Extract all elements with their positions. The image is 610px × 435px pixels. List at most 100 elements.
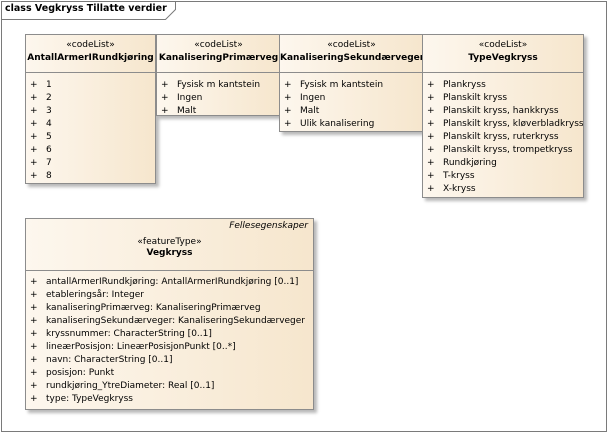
- literal-text: Planskilt kryss, trompetkryss: [443, 145, 573, 155]
- visibility-marker: +: [161, 106, 169, 116]
- literal-row: + Rundkjøring: [423, 157, 583, 170]
- literal-row: +7: [26, 157, 155, 170]
- literal-text: Planskilt kryss, kløverbladkryss: [443, 119, 584, 129]
- class-kanalisering-primaerveg[interactable]: «codeList» KanaliseringPrimærveg +Fysisk…: [156, 34, 281, 116]
- attribute-row: + rundkjøring_YtreDiameter: Real [0..1]: [26, 380, 313, 393]
- literal-row: +4: [26, 118, 155, 131]
- class-header: «codeList» AntallArmerIRundkjøring: [26, 35, 155, 73]
- stereotype-label: «featureType»: [137, 237, 202, 247]
- literal-text: Plankryss: [443, 80, 486, 90]
- visibility-marker: +: [427, 184, 435, 194]
- literal-text: X-kryss: [443, 184, 476, 194]
- attribute-row: + kryssnummer: CharacterString [0..1]: [26, 328, 313, 341]
- visibility-marker: +: [30, 394, 38, 404]
- visibility-marker: +: [427, 145, 435, 155]
- literal-text: Malt: [300, 106, 320, 116]
- literal-row: +2: [26, 92, 155, 105]
- literal-row: +Fysisk m kantstein: [157, 79, 280, 92]
- attribute-text: kryssnummer: CharacterString [0..1]: [46, 329, 212, 339]
- class-name: Vegkryss: [146, 248, 193, 258]
- attribute-text: navn: CharacterString [0..1]: [46, 355, 173, 365]
- literal-row: +Ulik kanalisering: [280, 118, 423, 131]
- attribute-row: + etableringsår: Integer: [26, 289, 313, 302]
- class-name: KanaliseringPrimærveg: [158, 53, 279, 63]
- literal-text: 1: [46, 80, 52, 90]
- literal-text: Malt: [177, 106, 197, 116]
- literal-row: +Planskilt kryss, ruterkryss: [423, 131, 583, 144]
- attribute-row: +antallArmerIRundkjøring: AntallArmerIRu…: [26, 276, 313, 289]
- literal-text: Rundkjøring: [443, 158, 497, 168]
- attribute-text: etableringsår: Integer: [46, 290, 144, 300]
- literal-text: Fysisk m kantstein: [300, 80, 384, 90]
- class-name: KanaliseringSekundærveger: [280, 53, 424, 63]
- attribute-row: + navn: CharacterString [0..1]: [26, 354, 313, 367]
- literal-row: + X-kryss: [423, 183, 583, 196]
- stereotype-label: «codeList»: [478, 40, 528, 50]
- literal-row: + Planskilt kryss: [423, 92, 583, 105]
- attribute-row: +lineærPosisjon: LineærPosisjonPunkt [0.…: [26, 341, 313, 354]
- visibility-marker: +: [30, 329, 38, 339]
- attribute-text: kanaliseringPrimærveg: KanaliseringPrimæ…: [46, 303, 261, 313]
- literal-list: +Plankryss+Planskilt kryss+Planskilt kry…: [423, 73, 583, 196]
- visibility-marker: +: [427, 158, 435, 168]
- attribute-text: rundkjøring_YtreDiameter: Real [0..1]: [46, 381, 215, 391]
- literal-text: 4: [46, 119, 52, 129]
- visibility-marker: +: [30, 290, 38, 300]
- visibility-marker: +: [30, 316, 38, 326]
- class-kanalisering-sekundaerveger[interactable]: «codeList» KanaliseringSekundærveger +Fy…: [279, 34, 424, 132]
- visibility-marker: +: [427, 106, 435, 116]
- visibility-marker: +: [30, 355, 38, 365]
- literal-row: +8: [26, 170, 155, 183]
- literal-row: + Planskilt kryss, trompetkryss: [423, 144, 583, 157]
- literal-text: Ulik kanalisering: [300, 119, 375, 129]
- visibility-marker: +: [284, 93, 292, 103]
- literal-text: 7: [46, 158, 52, 168]
- literal-text: 6: [46, 145, 52, 155]
- literal-row: +T-kryss: [423, 170, 583, 183]
- literal-text: Ingen: [177, 93, 203, 103]
- literal-row: +Ingen: [157, 92, 280, 105]
- literal-list: +Fysisk m kantstein+Ingen+Malt+Ulik kana…: [280, 73, 423, 131]
- class-header: «codeList» KanaliseringPrimærveg: [157, 35, 280, 73]
- class-header: «codeList» TypeVegkryss: [423, 35, 583, 73]
- literal-row: + Malt: [157, 105, 280, 116]
- visibility-marker: +: [30, 106, 38, 116]
- visibility-marker: +: [427, 93, 435, 103]
- visibility-marker: +: [30, 381, 38, 391]
- attribute-text: kanaliseringSekundærveger: KanaliseringS…: [46, 316, 306, 326]
- literal-text: Planskilt kryss, hankkryss: [443, 106, 559, 116]
- visibility-marker: +: [427, 132, 435, 142]
- class-name: AntallArmerIRundkjøring: [27, 53, 154, 63]
- literal-row: +Fysisk m kantstein: [280, 79, 423, 92]
- class-header: «codeList» KanaliseringSekundærveger: [280, 35, 423, 73]
- attribute-text: posisjon: Punkt: [46, 368, 115, 378]
- class-type-vegkryss[interactable]: «codeList» TypeVegkryss +Plankryss+Plans…: [422, 34, 584, 198]
- literal-row: +Malt: [280, 105, 423, 118]
- visibility-marker: +: [30, 171, 38, 181]
- attribute-list: +antallArmerIRundkjøring: AntallArmerIRu…: [26, 271, 313, 406]
- visibility-marker: +: [30, 119, 38, 129]
- literal-row: + Plankryss: [423, 79, 583, 92]
- literal-text: Planskilt kryss: [443, 93, 508, 103]
- literal-row: +1: [26, 79, 155, 92]
- diagram-title: class Vegkryss Tillatte verdier: [5, 3, 167, 14]
- class-antall-armer-i-rundkjoring[interactable]: «codeList» AntallArmerIRundkjøring +1+2+…: [25, 34, 156, 184]
- class-name: TypeVegkryss: [468, 53, 538, 63]
- attribute-text: type: TypeVegkryss: [46, 394, 133, 404]
- visibility-marker: +: [30, 277, 38, 287]
- visibility-marker: +: [30, 303, 38, 313]
- visibility-marker: +: [427, 171, 435, 181]
- visibility-marker: +: [427, 80, 435, 90]
- attribute-row: + kanaliseringPrimærveg: KanaliseringPrim…: [26, 302, 313, 315]
- literal-list: +1+2+3+4+5+6+7+8: [26, 73, 155, 183]
- visibility-marker: +: [30, 80, 38, 90]
- class-vegkryss[interactable]: Fellesegenskaper «featureType» Vegkryss …: [25, 218, 314, 410]
- parent-class-label: Fellesegenskaper: [229, 221, 308, 231]
- stereotype-label: «codeList»: [194, 40, 243, 50]
- visibility-marker: +: [30, 368, 38, 378]
- literal-row: +Ingen: [280, 92, 423, 105]
- attribute-text: lineærPosisjon: LineærPosisjonPunkt [0..…: [46, 342, 236, 352]
- literal-text: 5: [46, 132, 52, 142]
- visibility-marker: +: [30, 93, 38, 103]
- literal-row: +Planskilt kryss, kløverbladkryss: [423, 118, 583, 131]
